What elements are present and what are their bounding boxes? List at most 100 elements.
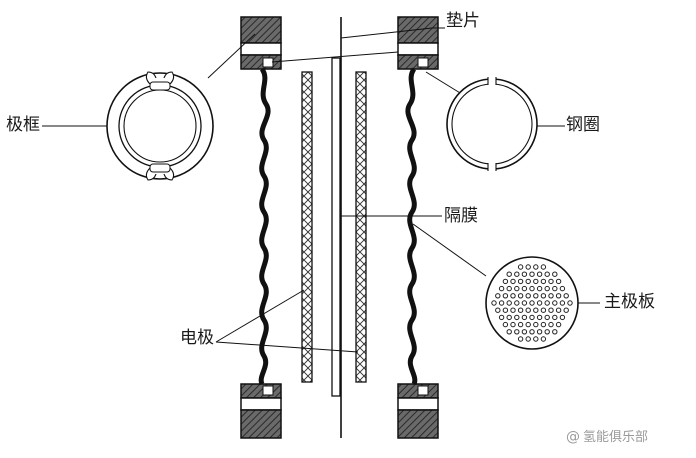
perforation-hole bbox=[529, 271, 535, 277]
perforation-hole bbox=[506, 285, 512, 292]
perforation-hole bbox=[555, 307, 562, 313]
pole-frame-ring-detail bbox=[106, 71, 214, 181]
perforation-hole bbox=[506, 300, 512, 306]
perforation-hole bbox=[521, 271, 528, 277]
perforation-hole bbox=[502, 307, 509, 313]
perforation-hole bbox=[498, 314, 505, 321]
diaphragm-membrane bbox=[331, 57, 341, 397]
perforation-hole bbox=[536, 300, 543, 306]
perforation-hole bbox=[540, 336, 547, 342]
perforation-hole bbox=[552, 329, 558, 335]
electrode-label: 电极 bbox=[180, 328, 214, 348]
perforation-hole bbox=[544, 300, 550, 306]
perforation-hole bbox=[540, 264, 547, 270]
perforation-hole bbox=[563, 307, 569, 313]
perforation-hole bbox=[540, 307, 547, 313]
diaphragm-label: 隔膜 bbox=[444, 206, 478, 226]
perforation-hole bbox=[502, 321, 509, 328]
watermark-text: 氢能俱乐部 bbox=[583, 430, 649, 445]
left-pole-frame-bottom bbox=[240, 383, 282, 439]
perforation-hole bbox=[510, 278, 516, 285]
perforation-hole bbox=[544, 285, 550, 292]
perforation-hole bbox=[525, 278, 531, 285]
perforation-hole bbox=[563, 293, 569, 299]
perforation-hole bbox=[529, 300, 535, 306]
perforation-hole bbox=[517, 336, 524, 342]
perforation-hole bbox=[510, 321, 516, 328]
perforation-hole bbox=[514, 271, 520, 277]
perforation-hole bbox=[555, 278, 562, 285]
steel-ring-label: 钢圈 bbox=[566, 115, 600, 135]
perforation-hole bbox=[521, 329, 528, 335]
perforation-hole bbox=[510, 307, 516, 313]
perforation-hole bbox=[521, 300, 528, 306]
perforation-hole bbox=[567, 300, 573, 306]
perforation-hole bbox=[517, 264, 524, 270]
perforation-hole bbox=[533, 264, 539, 270]
perforation-hole bbox=[533, 293, 539, 299]
right-pole-frame-bottom bbox=[397, 383, 439, 439]
perforation-hole bbox=[502, 278, 509, 285]
left-main-pole-plate bbox=[258, 67, 271, 386]
right-main-pole-plate bbox=[405, 67, 418, 386]
perforation-hole bbox=[529, 285, 535, 292]
perforation-hole bbox=[517, 321, 524, 328]
perforation-hole bbox=[536, 285, 543, 292]
perforation-hole bbox=[536, 314, 543, 321]
perforation-hole bbox=[552, 271, 558, 277]
left-pole-frame-top bbox=[240, 16, 282, 70]
perforation-hole bbox=[525, 307, 531, 313]
watermark: @氢能俱乐部 bbox=[566, 430, 648, 444]
perforation-hole bbox=[552, 300, 558, 306]
perforation-hole bbox=[525, 293, 531, 299]
perforation-hole bbox=[525, 321, 531, 328]
perforation-hole bbox=[548, 293, 554, 299]
perforation-hole bbox=[552, 314, 558, 321]
perforation-hole bbox=[555, 321, 562, 328]
steel-ring-detail bbox=[446, 77, 538, 171]
perforation-hole bbox=[544, 314, 550, 321]
watermark-at-icon: @ bbox=[566, 429, 580, 445]
perforation-hole bbox=[506, 314, 512, 321]
perforation-hole bbox=[529, 329, 535, 335]
perforation-hole bbox=[555, 293, 562, 299]
perforation-hole bbox=[514, 329, 520, 335]
perforation-hole bbox=[521, 314, 528, 321]
perforation-hole bbox=[491, 300, 497, 306]
perforation-hole bbox=[498, 285, 505, 292]
perforation-hole bbox=[514, 285, 520, 292]
perforation-hole bbox=[552, 285, 558, 292]
perforation-hole bbox=[544, 329, 550, 335]
perforation-hole bbox=[540, 293, 547, 299]
leader-lines bbox=[42, 27, 600, 353]
perforation-hole bbox=[540, 321, 547, 328]
perforation-hole bbox=[521, 285, 528, 292]
perforation-hole bbox=[514, 314, 520, 321]
perforation-hole bbox=[559, 285, 566, 292]
perforation-hole bbox=[517, 278, 524, 285]
perforation-hole bbox=[514, 300, 520, 306]
perforation-hole bbox=[540, 278, 547, 285]
perforation-hole bbox=[533, 336, 539, 342]
left-electrode bbox=[301, 71, 313, 383]
pole-frame-label: 极框 bbox=[6, 115, 40, 135]
perforation-hole bbox=[559, 300, 566, 306]
perforation-hole bbox=[495, 307, 501, 313]
right-electrode bbox=[355, 71, 367, 383]
perforation-hole bbox=[495, 293, 501, 299]
perforation-hole bbox=[536, 329, 543, 335]
perforation-hole bbox=[559, 314, 566, 321]
perforation-hole bbox=[525, 336, 531, 342]
perforation-hole bbox=[533, 278, 539, 285]
perforation-hole bbox=[498, 300, 505, 306]
perforation-hole bbox=[517, 293, 524, 299]
perforation-hole bbox=[533, 321, 539, 328]
perforation-hole bbox=[525, 264, 531, 270]
perforation-hole bbox=[517, 307, 524, 313]
perforation-hole bbox=[548, 321, 554, 328]
main-pole-plate-label: 主极板 bbox=[604, 292, 655, 312]
perforation-hole bbox=[548, 307, 554, 313]
perforation-hole bbox=[506, 329, 512, 335]
